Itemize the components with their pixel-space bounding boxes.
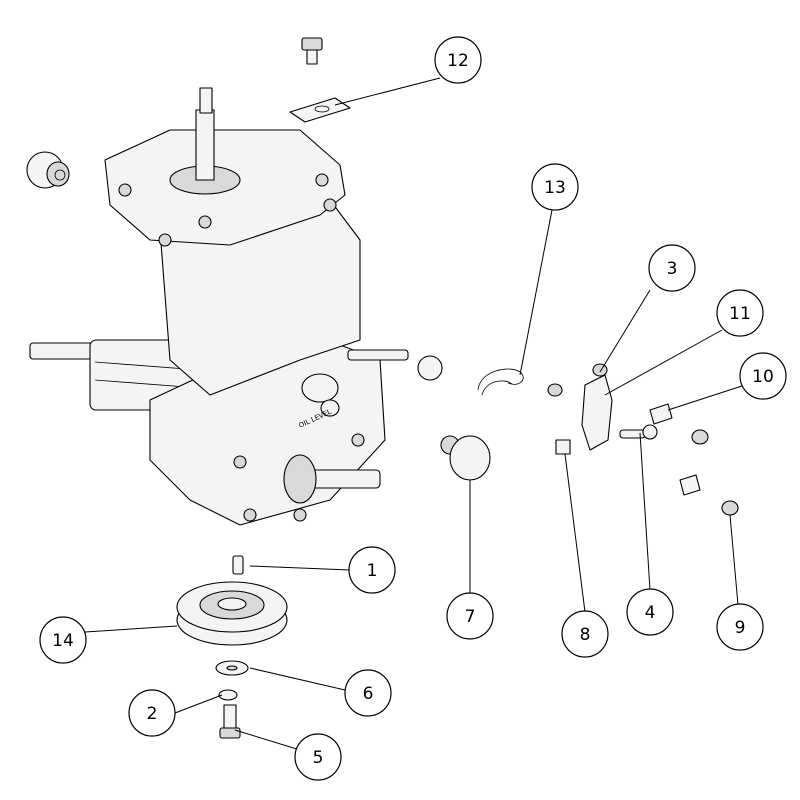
callout-5-label: 5 — [313, 748, 324, 768]
part-14-pulley — [176, 581, 288, 646]
callout-1: 1 — [348, 546, 396, 594]
part-1-key — [232, 555, 244, 575]
callout-11: 11 — [716, 289, 764, 337]
callout-6-label: 6 — [363, 684, 374, 704]
transaxle-assembly: OIL LEVEL — [29, 87, 443, 526]
callout-2: 2 — [128, 689, 176, 737]
callout-3: 3 — [648, 244, 696, 292]
callout-10: 10 — [739, 352, 787, 400]
callout-7-label: 7 — [465, 607, 476, 627]
callout-14: 14 — [39, 616, 87, 664]
callout-12: 12 — [434, 36, 482, 84]
callout-12-label: 12 — [447, 51, 469, 71]
leader-lines — [84, 77, 746, 751]
callout-10-label: 10 — [752, 367, 774, 387]
callout-3-label: 3 — [667, 259, 678, 279]
callout-4: 4 — [626, 588, 674, 636]
part-13-clip — [477, 368, 524, 396]
part-7-plug — [440, 435, 491, 481]
callout-2-label: 2 — [147, 704, 158, 724]
callout-9: 9 — [716, 603, 764, 651]
callout-14-label: 14 — [52, 631, 74, 651]
pulley-fasteners — [215, 660, 249, 739]
callout-8-label: 8 — [580, 625, 591, 645]
callout-5: 5 — [294, 733, 342, 781]
callout-1-label: 1 — [367, 561, 378, 581]
part-12-bracket — [289, 37, 351, 123]
callout-8: 8 — [561, 610, 609, 658]
callout-11-label: 11 — [729, 304, 751, 324]
callout-6: 6 — [344, 669, 392, 717]
callout-4-label: 4 — [645, 603, 656, 623]
callout-13: 13 — [531, 163, 579, 211]
shift-hardware — [547, 363, 739, 516]
callout-9-label: 9 — [735, 618, 746, 638]
callout-7: 7 — [446, 592, 494, 640]
plug-left — [26, 151, 70, 189]
callout-13-label: 13 — [544, 178, 566, 198]
